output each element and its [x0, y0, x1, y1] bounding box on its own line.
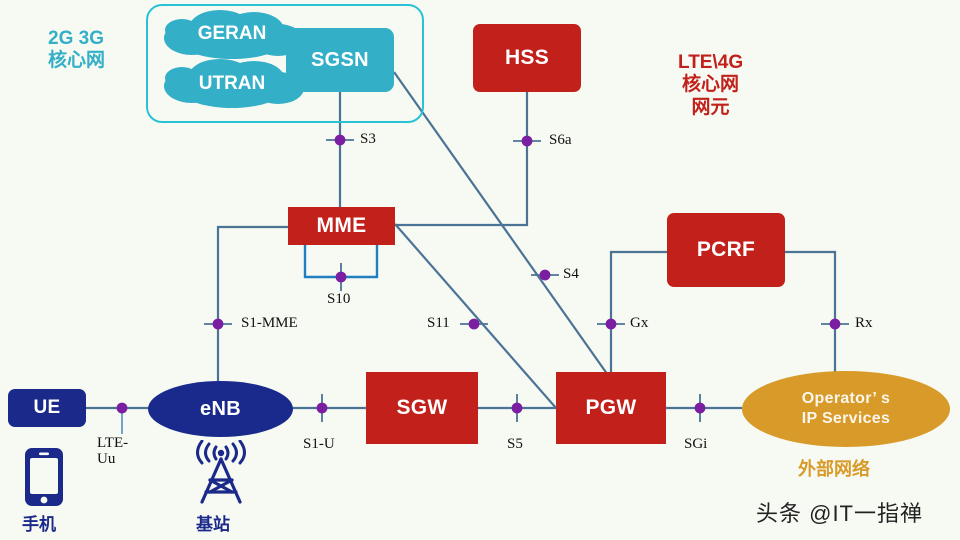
wire-s1mme — [216, 225, 288, 396]
node-operator-ip-services-label: Operator’ s IP Services — [801, 390, 891, 427]
iface-label-s1u: S1-U — [303, 436, 335, 452]
caption-phone: 手机 — [22, 515, 56, 534]
caption-basestation: 基站 — [196, 515, 230, 534]
wire-s4 — [393, 71, 611, 379]
node-geran[interactable]: GERAN — [158, 8, 306, 60]
caption-external-network: 外部网络 — [798, 459, 870, 479]
node-ue-label: UE — [33, 397, 61, 418]
iface-label-gx: Gx — [630, 315, 649, 331]
node-pcrf-label: PCRF — [696, 238, 756, 261]
node-operator-ip-services[interactable]: Operator’ s IP Services — [742, 371, 950, 447]
dot-s11 — [468, 318, 480, 330]
dot-s1u — [316, 402, 328, 414]
iface-label-s10: S10 — [327, 291, 351, 307]
iface-label-s11: S11 — [427, 315, 450, 331]
node-pgw[interactable]: PGW — [556, 372, 666, 444]
node-pcrf[interactable]: PCRF — [667, 213, 785, 287]
dot-rx — [829, 318, 841, 330]
dot-gx — [605, 318, 617, 330]
node-utran[interactable]: UTRAN — [158, 58, 306, 110]
node-enb-label: eNB — [200, 397, 241, 420]
wire-rx — [785, 250, 837, 372]
node-hss-label: HSS — [504, 46, 550, 69]
iface-label-s3: S3 — [360, 131, 376, 147]
node-hss[interactable]: HSS — [473, 24, 581, 92]
legacy-core-group-frame — [146, 4, 424, 123]
node-sgsn-label: SGSN — [311, 48, 369, 71]
iface-label-rx: Rx — [855, 315, 873, 331]
dot-s1mme — [212, 318, 224, 330]
iface-label-lteuu: LTE- Uu — [97, 435, 129, 468]
iface-label-s1mme: S1-MME — [241, 315, 298, 331]
dot-s3 — [334, 134, 346, 146]
dot-lteuu — [116, 402, 128, 414]
node-enb[interactable]: eNB — [148, 381, 293, 437]
wire-gx — [609, 250, 667, 378]
node-geran-label: GERAN — [197, 23, 267, 44]
iface-label-s4: S4 — [563, 266, 579, 282]
dot-s4 — [539, 269, 551, 281]
node-utran-label: UTRAN — [198, 73, 266, 94]
lte-core-title: LTE\4G 核心网 网元 — [678, 52, 744, 118]
cell-tower-icon — [196, 440, 246, 504]
dot-sgi — [694, 402, 706, 414]
wire-s11 — [394, 223, 557, 409]
node-mme-label: MME — [316, 214, 367, 237]
legacy-core-title: 2G 3G 核心网 — [48, 28, 106, 72]
mobile-phone-icon — [25, 448, 63, 506]
iface-label-sgi: SGi — [684, 436, 708, 452]
node-pgw-label: PGW — [585, 396, 637, 419]
watermark-text: 头条 @IT一指禅 — [756, 501, 923, 526]
node-ue[interactable]: UE — [8, 389, 86, 427]
iface-label-s5: S5 — [507, 436, 523, 452]
dot-s5 — [511, 402, 523, 414]
dot-s10 — [335, 271, 347, 283]
node-sgw-label: SGW — [396, 396, 448, 419]
iface-label-s6a: S6a — [549, 132, 572, 148]
node-sgsn[interactable]: SGSN — [286, 28, 394, 92]
dot-s6a — [521, 135, 533, 147]
node-sgw[interactable]: SGW — [366, 372, 478, 444]
node-mme[interactable]: MME — [288, 207, 395, 245]
